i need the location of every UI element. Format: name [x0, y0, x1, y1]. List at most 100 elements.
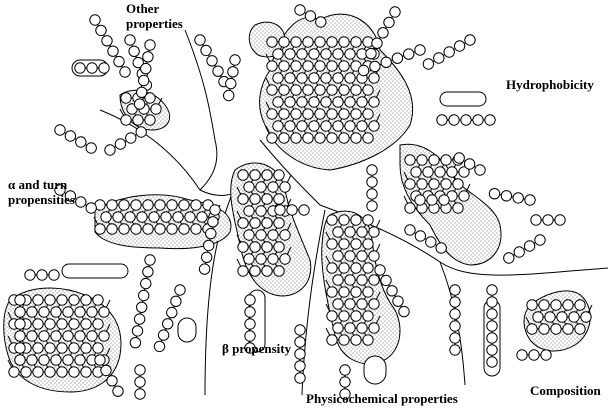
tree-node — [486, 356, 498, 368]
tree-node — [190, 199, 202, 211]
tree-node — [503, 252, 515, 264]
tree-node — [80, 318, 92, 330]
tree-node — [74, 62, 86, 74]
tree-node — [422, 58, 435, 70]
tree-node — [356, 96, 368, 108]
tree-node — [410, 166, 422, 178]
tree-node — [244, 342, 256, 354]
tree-node — [320, 48, 332, 60]
tree-node — [244, 330, 256, 342]
tree-node — [290, 60, 302, 72]
tree-node — [453, 40, 466, 52]
tree-node — [338, 286, 350, 298]
tree-node — [568, 311, 580, 323]
tree-node — [356, 298, 368, 310]
tree-node — [160, 211, 172, 223]
tree-node — [237, 265, 249, 277]
tree-node — [368, 120, 380, 132]
tree-node — [368, 226, 380, 238]
tree-node — [14, 318, 26, 330]
tree-node — [386, 285, 398, 297]
tree-node — [54, 184, 66, 196]
tree-node — [101, 35, 113, 47]
tree-node — [64, 130, 77, 142]
tree-node — [142, 223, 154, 235]
tree-node — [339, 376, 351, 388]
tree-node — [464, 34, 476, 46]
tree-node — [339, 388, 351, 400]
tree-node — [362, 132, 374, 144]
tree-node — [486, 296, 498, 308]
tree-node — [458, 190, 470, 202]
tree-node — [261, 265, 273, 277]
tree-node — [315, 16, 327, 28]
tree-node — [14, 306, 26, 318]
tree-node — [368, 298, 380, 310]
tree-node — [344, 298, 356, 310]
tree-node — [133, 313, 146, 325]
tree-node — [452, 178, 464, 190]
tree-node — [391, 52, 404, 64]
tree-node — [157, 329, 170, 341]
tree-node — [350, 286, 362, 298]
tree-node — [474, 164, 486, 176]
tree-node — [449, 344, 461, 356]
tree-node — [350, 262, 362, 274]
tree-node — [326, 310, 338, 322]
tree-node — [237, 217, 249, 229]
tree-node — [26, 354, 38, 366]
tree-node — [416, 178, 428, 190]
tree-node — [244, 318, 256, 330]
tree-node — [356, 226, 368, 238]
tree-node — [178, 199, 190, 211]
tree-node — [448, 114, 460, 126]
tree-node — [426, 194, 438, 206]
tree-node — [326, 36, 338, 48]
tree-node — [144, 114, 156, 126]
tree-node — [516, 349, 528, 361]
tree-node — [106, 223, 118, 235]
tree-node — [243, 181, 255, 193]
tree-node — [350, 36, 362, 48]
tree-node — [472, 114, 484, 126]
tree-node — [350, 238, 362, 250]
tree-node — [513, 246, 525, 258]
tree-node — [14, 342, 26, 354]
tree-node — [32, 294, 44, 306]
tree-node — [278, 84, 290, 96]
tree-node — [362, 310, 374, 322]
tree-node — [184, 211, 196, 223]
tree-node — [550, 323, 562, 335]
tree-node — [425, 236, 437, 248]
tree-node — [278, 108, 290, 120]
tree-node — [362, 238, 374, 250]
tree-node — [249, 241, 261, 253]
tree-node — [278, 60, 290, 72]
tree-node — [133, 98, 146, 110]
tree-node — [92, 318, 104, 330]
tree-node — [449, 320, 461, 332]
tree-node — [107, 45, 119, 57]
tree-node — [344, 48, 356, 60]
tree-node — [261, 193, 273, 205]
tree-node — [350, 132, 362, 144]
tree-node — [255, 205, 267, 217]
tree-node — [272, 72, 284, 84]
tree-node — [249, 265, 261, 277]
tree-node — [206, 55, 218, 67]
tree-node — [279, 181, 291, 193]
border-comp-top — [439, 261, 608, 276]
tree-node — [74, 306, 86, 318]
tree-node — [296, 72, 308, 84]
tree-node — [56, 318, 68, 330]
tree-node — [56, 342, 68, 354]
tree-node — [266, 108, 278, 120]
tree-node — [273, 193, 285, 205]
tree-node — [237, 193, 249, 205]
tree-node — [44, 294, 56, 306]
tree-node — [255, 229, 267, 241]
tree-node — [272, 96, 284, 108]
tree-node — [440, 178, 452, 190]
tree-node — [74, 354, 86, 366]
